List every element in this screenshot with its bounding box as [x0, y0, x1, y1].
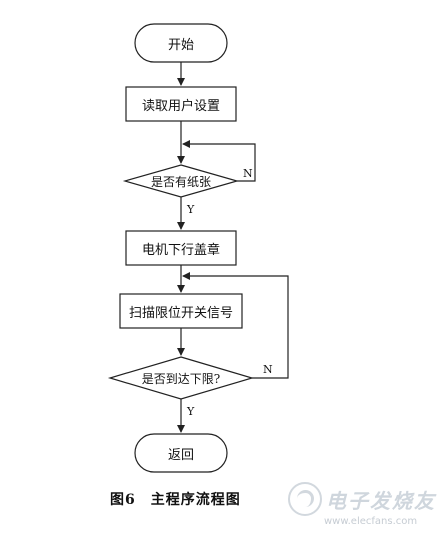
scan-switch-box: [119, 293, 243, 329]
watermark-url: www.elecfans.com: [324, 516, 418, 527]
start-terminal: [134, 23, 228, 63]
motor-down-box: [125, 230, 237, 266]
watermark-logo: 电子发烧友: [288, 482, 436, 516]
edge-decision2-no-loop: [182, 272, 289, 379]
edge-decision1-no-loop: [182, 140, 256, 182]
read-settings-box: [125, 86, 237, 122]
decision-limit-diamond: [107, 356, 255, 400]
watermark-logo-icon: [288, 482, 322, 516]
branch-label-yes-limit: Y: [187, 405, 195, 418]
figure-caption: 图6 主程序流程图: [110, 492, 241, 508]
watermark: 电子发烧友 www.elecfans.com: [288, 482, 436, 527]
branch-label-no-paper: N: [243, 167, 253, 180]
branch-label-yes-paper: Y: [187, 203, 195, 216]
decision-paper-diamond: [122, 164, 240, 198]
branch-label-no-limit: N: [263, 363, 273, 376]
watermark-logo-text: 电子发烧友: [326, 488, 436, 513]
end-terminal: [134, 433, 228, 473]
